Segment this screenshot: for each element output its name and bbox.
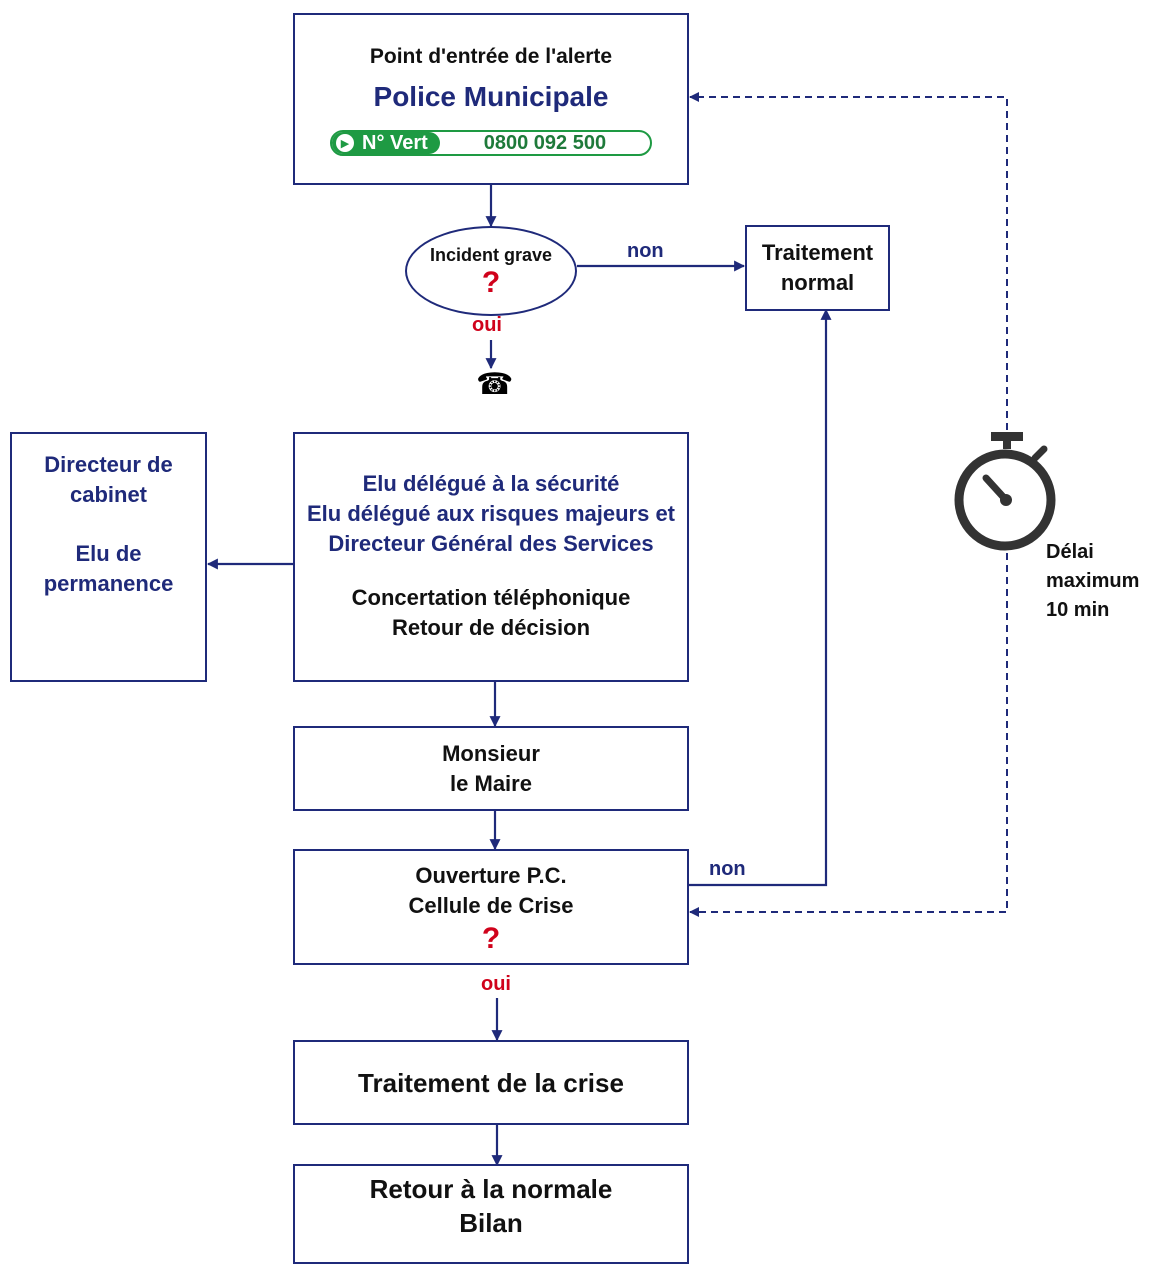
elected-officials-box: Elu délégué à la sécurité Elu délégué au… [293, 432, 689, 682]
dashed-arrow-timer-to-alert [689, 92, 1008, 430]
arrow-crisis-cell-to-normal [688, 308, 832, 887]
return-line1: Retour à la normale [369, 1174, 613, 1204]
incident-grave-label: Incident grave [429, 245, 553, 265]
crisis-cell-line1: Ouverture P.C. [415, 863, 567, 888]
elected-line1: Elu délégué à la sécurité [362, 471, 620, 496]
crisis-treatment-box: Traitement de la crise [293, 1040, 689, 1125]
timer-line2: maximum [1046, 570, 1140, 592]
green-number-phone: 0800 092 500 [483, 131, 607, 154]
director-line3: Elu de [75, 541, 142, 566]
crisis-no-label: non [709, 858, 746, 880]
play-icon: ▶ [336, 134, 354, 152]
green-number-label: N° Vert [362, 131, 428, 154]
green-number-tag: ▶ N° Vert [332, 132, 440, 154]
timer-line3: 10 min [1046, 599, 1110, 621]
elected-line2: Elu délégué aux risques majeurs et [306, 501, 676, 526]
green-number-badge[interactable]: ▶ N° Vert 0800 092 500 [330, 130, 652, 156]
mayor-line2: le Maire [450, 770, 532, 796]
crisis-cell-line2: Cellule de Crise [408, 893, 574, 918]
elected-line5: Retour de décision [391, 615, 591, 640]
elected-line3: Directeur Général des Services [328, 531, 654, 556]
normal-treatment-line1: Traitement [761, 240, 874, 265]
crisis-cell-box: Ouverture P.C. Cellule de Crise ? [293, 849, 689, 965]
question-mark-icon: ? [481, 922, 501, 955]
police-municipale-label: Police Municipale [373, 81, 609, 112]
alert-entry-box: Point d'entrée de l'alerte Police Munici… [293, 13, 689, 185]
director-line4: permanence [43, 571, 174, 596]
director-line1: Directeur de [44, 452, 173, 477]
normal-treatment-box: Traitement normal [745, 225, 890, 311]
timer-label: Délai maximum 10 min [1046, 538, 1139, 625]
director-line2: cabinet [69, 482, 148, 507]
crisis-yes-label: oui [481, 973, 511, 995]
incident-yes-label: oui [472, 314, 502, 336]
mayor-box: Monsieur le Maire [293, 726, 689, 811]
crisis-treatment-label: Traitement de la crise [358, 1067, 624, 1098]
timer-line1: Délai [1046, 541, 1094, 563]
question-mark-icon: ? [481, 266, 501, 299]
normal-treatment-line2: normal [780, 270, 855, 295]
dashed-arrow-timer-to-crisis-cell [689, 553, 1008, 917]
alert-entry-title: Point d'entrée de l'alerte [369, 45, 613, 68]
return-line2: Bilan [459, 1208, 523, 1238]
stopwatch-icon [954, 432, 1056, 551]
incident-no-label: non [627, 240, 664, 262]
director-box: Directeur de cabinet Elu de permanence [10, 432, 207, 682]
mayor-line1: Monsieur [442, 740, 540, 766]
return-to-normal-box: Retour à la normale Bilan [293, 1164, 689, 1264]
elected-line4: Concertation téléphonique [351, 585, 631, 610]
telephone-icon: ☎ [476, 368, 514, 401]
incident-grave-decision: Incident grave ? [405, 226, 577, 316]
